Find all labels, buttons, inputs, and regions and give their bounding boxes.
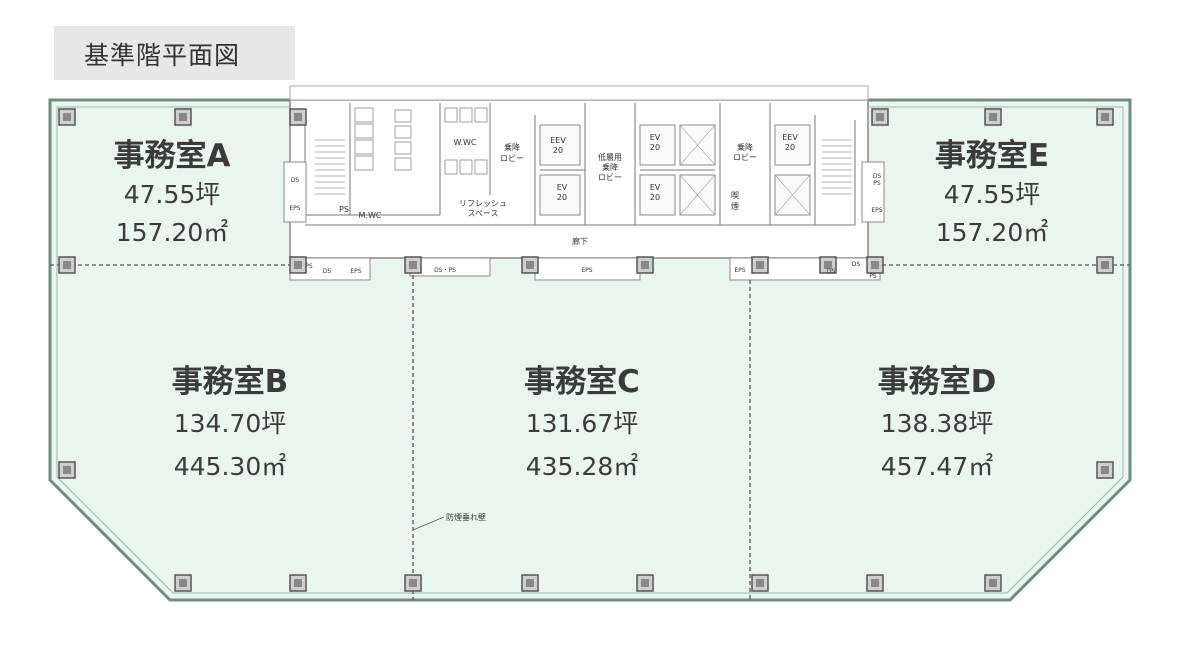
eev1-label-a: EEV (550, 136, 566, 145)
room-c-sqm: 435.28㎡ (526, 452, 638, 481)
eps-left-b-label: EPS (350, 268, 361, 275)
refresh-label-a: リフレッシュ (459, 199, 507, 208)
column-core (294, 261, 302, 269)
column-core (409, 579, 417, 587)
room-b-sqm: 445.30㎡ (174, 452, 286, 481)
column-core (1101, 261, 1109, 269)
column-core (641, 261, 649, 269)
low-lobby-label-c: ロビー (598, 173, 622, 182)
room-a-sqm: 157.20㎡ (116, 218, 228, 247)
low-lobby-label-b: 乗降 (602, 162, 618, 172)
room-a-name: 事務室A (114, 138, 231, 174)
ev1-label-b: 20 (557, 193, 567, 202)
smoking-label-b: 煙 (731, 202, 739, 211)
room-labels: 事務室A 47.55坪 157.20㎡ 事務室E 47.55坪 157.20㎡ … (114, 138, 1050, 481)
column-core (641, 579, 649, 587)
ds-right-a-label: DS (873, 173, 882, 180)
eev2-label-b: 20 (785, 143, 795, 152)
column-core (876, 113, 884, 121)
room-d-name: 事務室D (878, 364, 997, 400)
column-core (756, 261, 764, 269)
page-title: 基準階平面図 (84, 41, 241, 70)
ds-left-b-label: DS (323, 268, 332, 275)
lobby1-label-b: ロビー (500, 154, 524, 163)
column-core (1101, 113, 1109, 121)
column-core (294, 579, 302, 587)
service-boxes (283, 161, 885, 223)
floor-inner-line (56, 106, 1124, 594)
column-core (756, 579, 764, 587)
ds-right-b-label: DS (827, 268, 836, 275)
ev1-label-a: EV (557, 183, 568, 192)
room-e-tsubo: 47.55坪 (944, 180, 1041, 209)
eev1-label-b: 20 (553, 146, 563, 155)
ev2-label-a: EV (650, 133, 661, 142)
column-core (409, 261, 417, 269)
wc-men-label: M.WC (359, 211, 382, 220)
eev2-label-a: EEV (782, 133, 798, 142)
ps-right-c-label: PS (869, 273, 877, 280)
column-core (989, 579, 997, 587)
room-e-name: 事務室E (935, 138, 1049, 174)
columns (58, 108, 1114, 592)
room-e-sqm: 157.20㎡ (936, 218, 1048, 247)
room-c-name: 事務室C (524, 364, 640, 400)
refresh-label-b: スペース (467, 209, 498, 218)
ps-right-a-label: PS (873, 180, 881, 187)
column-core (1101, 466, 1109, 474)
eps-right-label: EPS (734, 267, 745, 274)
lobby1-label-a: 乗降 (504, 142, 520, 152)
stairs-right (822, 139, 852, 195)
room-b-name: 事務室B (172, 364, 289, 400)
eps-mid-label: EPS (581, 267, 592, 274)
low-lobby-label-a: 低層用 (598, 152, 622, 162)
eps-left-a-label: EPS (289, 205, 300, 212)
ps-left-b-label: PS (305, 263, 313, 270)
column-core (871, 261, 879, 269)
wc-women-label: W.WC (453, 138, 476, 147)
column-core (179, 579, 187, 587)
title-box: 基準階平面図 (54, 26, 295, 80)
ev2-label-b: 20 (650, 143, 660, 152)
column-core (63, 261, 71, 269)
ps-label: PS (339, 205, 349, 214)
core-internal-walls (304, 103, 856, 226)
elevator-cross-lines (679, 124, 811, 216)
room-d-sqm: 457.47㎡ (881, 452, 993, 481)
smoke-wall-leader (412, 516, 445, 531)
lobby2-label-b: ロビー (733, 153, 757, 162)
room-b-tsubo: 134.70坪 (174, 409, 286, 438)
column-core (871, 579, 879, 587)
lobby2-label-a: 乗降 (737, 142, 753, 152)
column-core (526, 579, 534, 587)
column-core (63, 113, 71, 121)
partition-lines (50, 264, 1130, 600)
column-core (179, 113, 187, 121)
ds-ps-mid-label: DS・PS (434, 267, 456, 274)
column-core (526, 261, 534, 269)
eps-right-a-label: EPS (871, 207, 882, 214)
ev3-label-a: EV (650, 183, 661, 192)
column-core (989, 113, 997, 121)
ds-left-a-label: DS (291, 177, 300, 184)
column-core (63, 466, 71, 474)
core-labels: W.WC M.WC PS 乗降 ロビー EEV 20 EV 20 リフレッシュ … (289, 133, 882, 280)
smoking-label-a: 喫 (731, 190, 739, 200)
smoke-wall-label: 防煙垂れ壁 (446, 512, 486, 522)
corridor-label: 廊下 (572, 236, 588, 246)
ds-right-c-label: DS (852, 261, 861, 268)
column-core (824, 261, 832, 269)
room-d-tsubo: 138.38坪 (881, 409, 993, 438)
room-c-tsubo: 131.67坪 (526, 409, 638, 438)
elevator-shafts (539, 124, 811, 216)
column-core (294, 113, 302, 121)
ev3-label-b: 20 (650, 193, 660, 202)
stairs-left (315, 139, 345, 195)
core-top-ledge (289, 85, 869, 101)
toilet-fixtures (354, 107, 488, 175)
room-a-tsubo: 47.55坪 (124, 180, 221, 209)
